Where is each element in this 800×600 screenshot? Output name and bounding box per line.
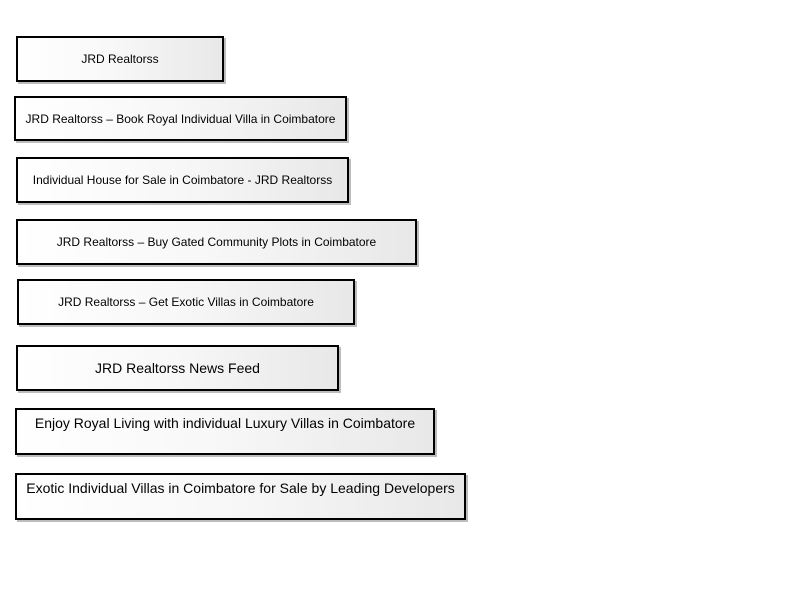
link-label: JRD Realtorss – Book Royal Individual Vi…	[25, 111, 336, 126]
link-label: JRD Realtorss	[81, 52, 159, 66]
link-exotic-villas[interactable]: JRD Realtorss – Get Exotic Villas in Coi…	[17, 279, 355, 325]
link-royal-living-luxury-villas[interactable]: Enjoy Royal Living with individual Luxur…	[15, 408, 435, 455]
link-book-royal-individual-villa[interactable]: JRD Realtorss – Book Royal Individual Vi…	[14, 96, 347, 141]
link-individual-house-for-sale[interactable]: Individual House for Sale in Coimbatore …	[16, 157, 349, 203]
link-label: Enjoy Royal Living with individual Luxur…	[34, 415, 416, 431]
link-label: JRD Realtorss – Buy Gated Community Plot…	[56, 235, 377, 249]
link-news-feed[interactable]: JRD Realtorss News Feed	[16, 345, 339, 391]
link-jrd-realtorss[interactable]: JRD Realtorss	[16, 36, 224, 82]
link-label: JRD Realtorss – Get Exotic Villas in Coi…	[58, 295, 314, 309]
link-label: Individual House for Sale in Coimbatore …	[32, 173, 333, 187]
link-exotic-individual-villas-sale[interactable]: Exotic Individual Villas in Coimbatore f…	[15, 473, 466, 520]
link-gated-community-plots[interactable]: JRD Realtorss – Buy Gated Community Plot…	[16, 219, 417, 265]
link-label: JRD Realtorss News Feed	[95, 360, 260, 376]
link-label: Exotic Individual Villas in Coimbatore f…	[26, 480, 455, 496]
